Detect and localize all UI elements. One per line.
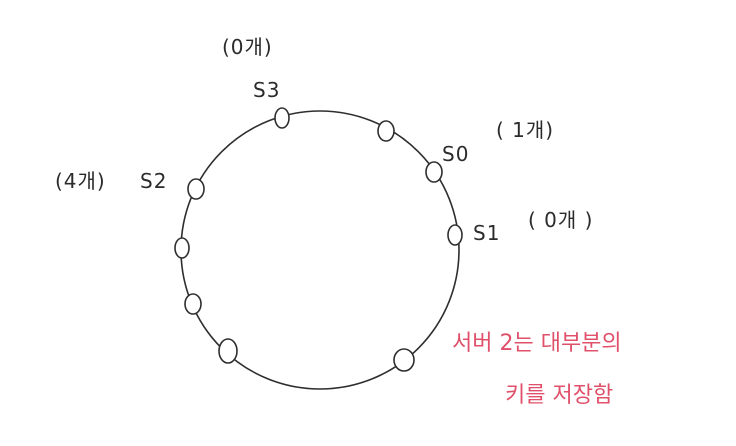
ring-node-key bbox=[393, 348, 415, 372]
ring-node-key bbox=[184, 293, 202, 315]
s0-key-count-label: ( 1개) bbox=[496, 118, 554, 142]
ring-node-s2 bbox=[187, 178, 205, 200]
s1-server-label: S1 bbox=[473, 221, 500, 245]
ring-node-key bbox=[218, 338, 238, 364]
ring-node-s3 bbox=[274, 107, 290, 129]
s3-key-count-label: (0개) bbox=[222, 35, 273, 59]
ring-node-key bbox=[174, 237, 190, 259]
note-line-2: 키를 저장함 bbox=[505, 383, 613, 408]
ring-node-s1 bbox=[447, 224, 463, 246]
note-line-1: 서버 2는 대부분의 bbox=[452, 331, 622, 356]
ring-node-s0 bbox=[425, 161, 443, 183]
s2-key-count-label: (4개) bbox=[55, 169, 106, 193]
s0-server-label: S0 bbox=[442, 142, 469, 166]
ring-node-key bbox=[377, 120, 395, 142]
s1-key-count-label: ( 0개 ) bbox=[528, 208, 593, 232]
s2-server-label: S2 bbox=[140, 169, 167, 193]
s3-server-label: S3 bbox=[253, 78, 280, 102]
